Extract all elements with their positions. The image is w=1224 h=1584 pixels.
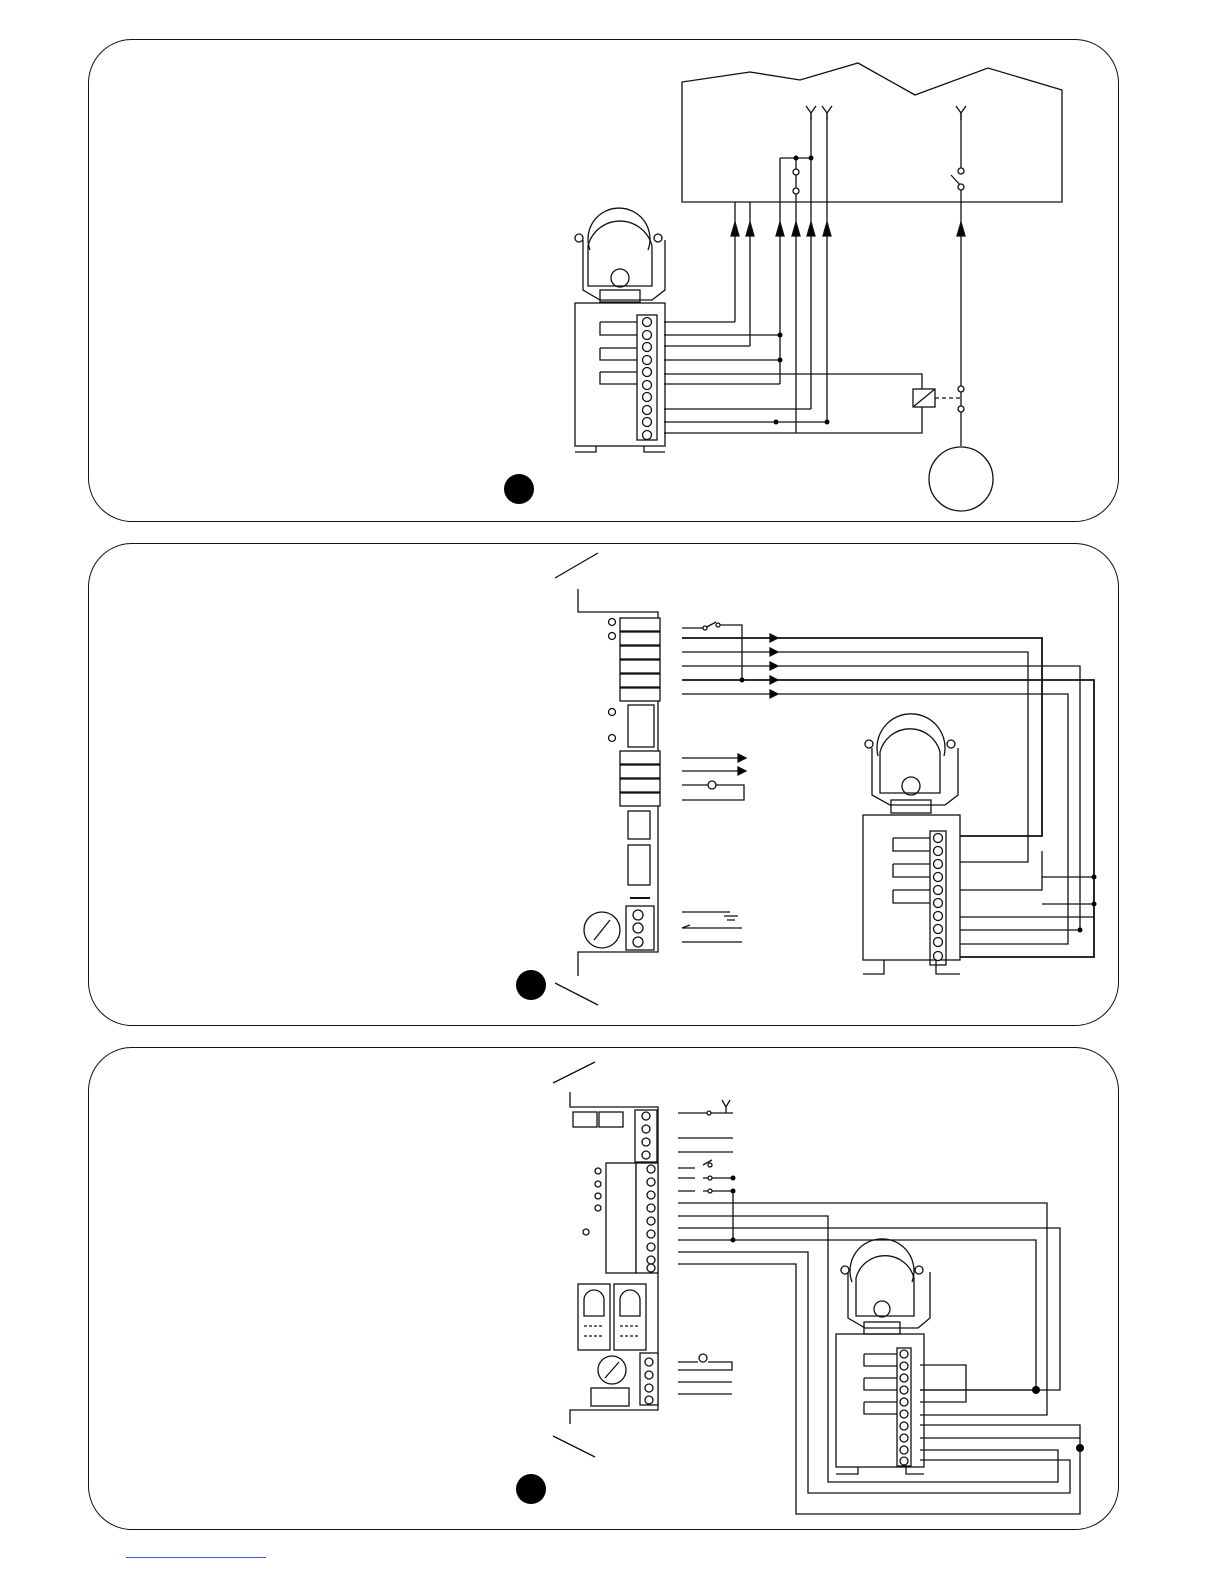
figure-marker-2: [516, 970, 546, 1000]
detector-3: [836, 1239, 930, 1474]
diagram-2: [516, 553, 1097, 1005]
control-unit-outline: [682, 63, 1062, 202]
motor-symbol: [929, 447, 993, 511]
diagram-1: [504, 63, 1062, 511]
detector-2: [863, 714, 960, 974]
diagram-3: [516, 1062, 1084, 1514]
footer-link-underline: [126, 1557, 266, 1558]
detector-1: [575, 208, 665, 452]
figure-marker-1: [504, 474, 534, 504]
figure-marker-3: [516, 1474, 546, 1504]
